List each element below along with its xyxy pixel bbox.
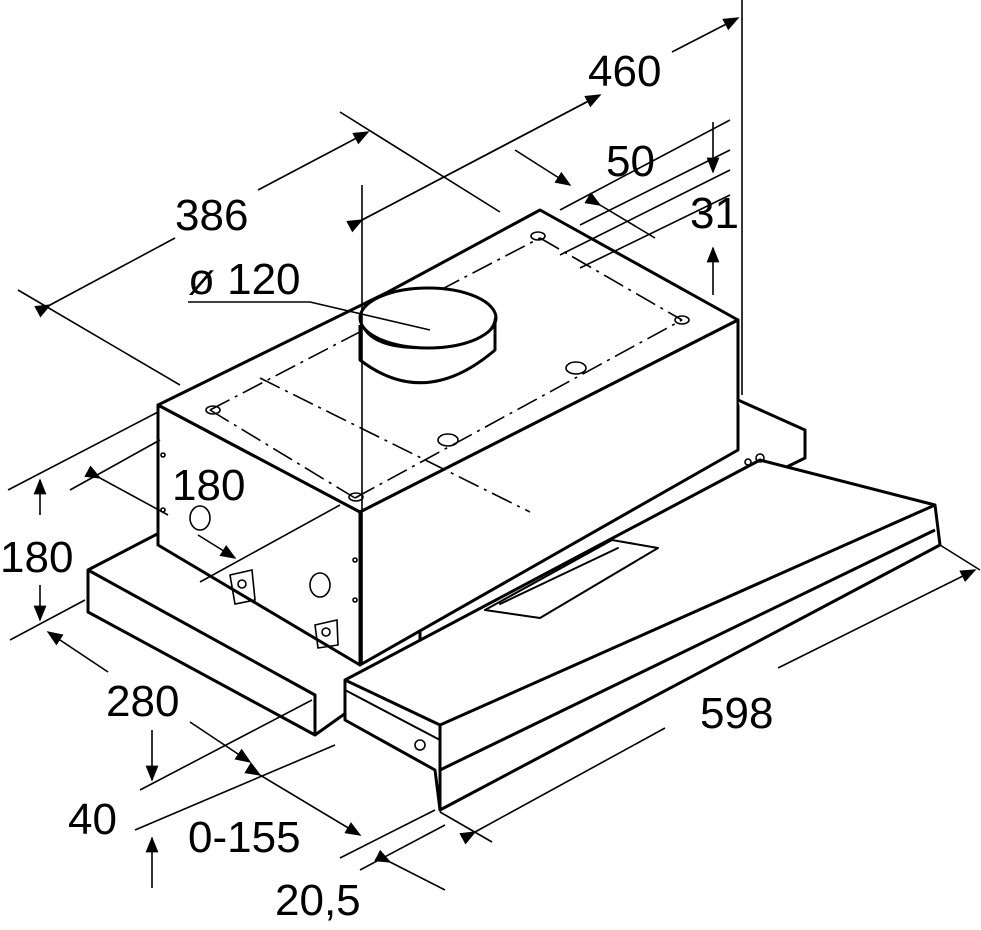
dim-0-155: 0-155	[188, 813, 301, 862]
dimension-lines	[7, 0, 981, 891]
dim-180-height: 180	[0, 533, 73, 582]
dim-31: 31	[690, 189, 739, 238]
exhaust-collar	[358, 286, 498, 385]
dim-280: 280	[106, 677, 179, 726]
dim-20-5: 20,5	[275, 876, 361, 925]
dim-598: 598	[700, 689, 773, 738]
dim-diameter-120: ø 120	[188, 255, 301, 304]
dim-50: 50	[606, 137, 655, 186]
dim-460: 460	[588, 47, 661, 96]
pull-out-drawer	[343, 398, 942, 812]
dim-40: 40	[68, 795, 117, 844]
dim-386: 386	[175, 191, 248, 240]
dimension-labels: 460 50 31 386 ø 120 180 180 280 40 0-155…	[0, 47, 773, 925]
dim-180-depth: 180	[172, 461, 245, 510]
